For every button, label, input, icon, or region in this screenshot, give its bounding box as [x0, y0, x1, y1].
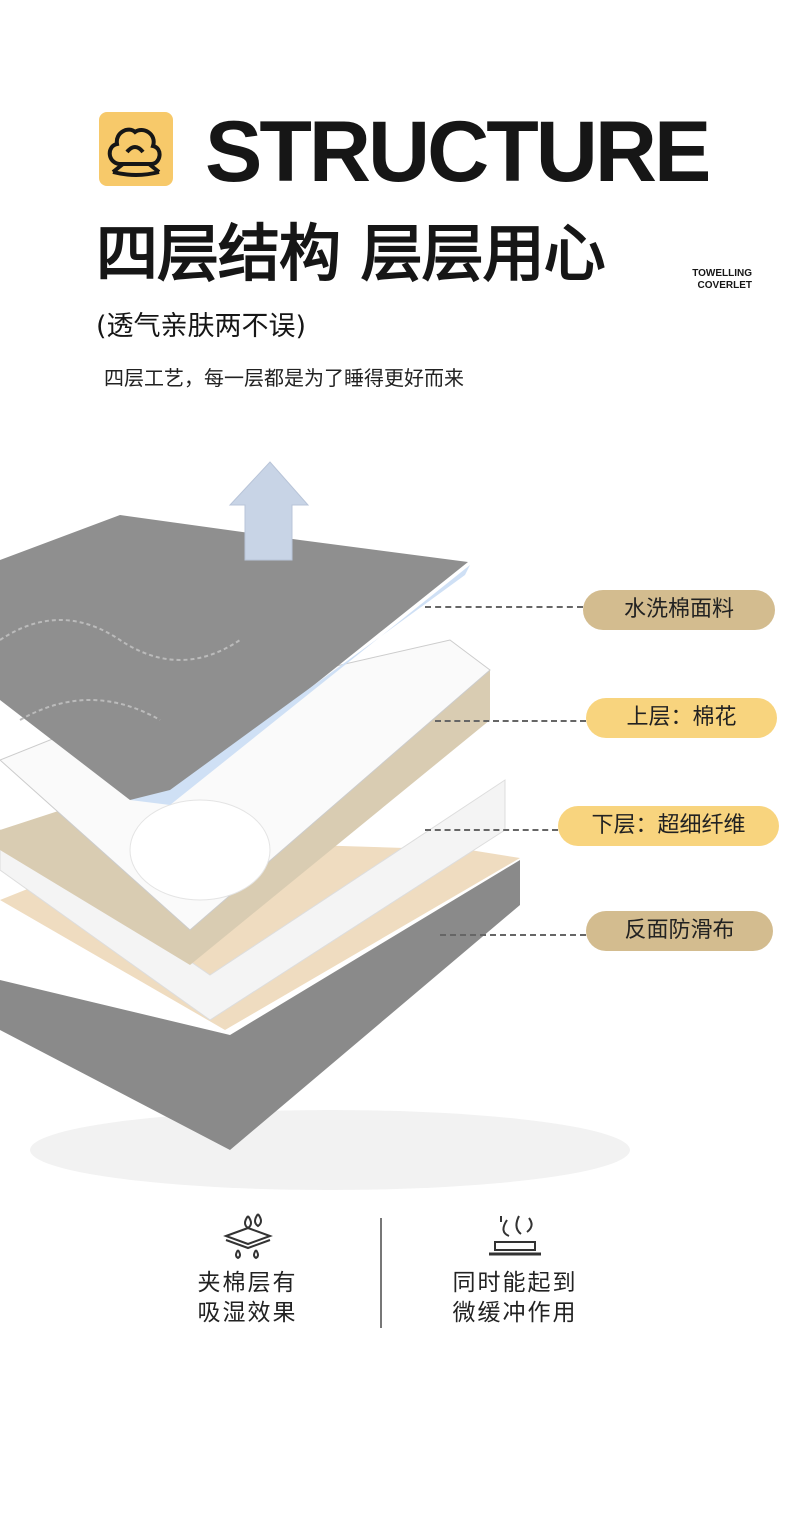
- leader-line: [435, 720, 586, 722]
- cotton-fluff: [129, 799, 271, 901]
- leader-line: [425, 829, 558, 831]
- anti-slip-layer-edge: [0, 860, 520, 1150]
- feature-absorb-line2: 吸湿效果: [197, 1300, 298, 1326]
- breathable-arrow-icon: [228, 461, 310, 561]
- feature-cushion: 同时能起到 微缓冲作用: [440, 1212, 590, 1328]
- label-washed-cotton: 水洗棉面料: [583, 590, 775, 630]
- tag-line-1: TOWELLING: [692, 268, 752, 279]
- subtitle: (透气亲肤两不误): [96, 311, 307, 342]
- title-chinese: 四层结构 层层用心: [96, 217, 606, 290]
- label-cotton: 上层：棉花: [586, 698, 777, 738]
- leader-line: [440, 934, 586, 936]
- feature-absorb: 夹棉层有 吸湿效果: [185, 1212, 310, 1328]
- cushion-heat-icon: [489, 1215, 541, 1256]
- leader-line: [425, 606, 583, 608]
- divider: [380, 1218, 382, 1328]
- feature-absorb-line1: 夹棉层有: [197, 1270, 298, 1296]
- label-anti-slip: 反面防滑布: [586, 911, 773, 951]
- description: 四层工艺，每一层都是为了睡得更好而来: [104, 366, 464, 390]
- washed-cotton-layer: [0, 515, 468, 800]
- feature-cushion-line2: 微缓冲作用: [452, 1300, 578, 1326]
- microfiber-layer: [0, 779, 506, 1021]
- title-english: STRUCTURE: [205, 104, 711, 200]
- water-absorb-icon: [222, 1213, 273, 1260]
- feature-cushion-line1: 同时能起到: [452, 1270, 578, 1296]
- label-microfiber: 下层：超细纤维: [558, 806, 779, 846]
- shadow: [30, 1110, 630, 1190]
- layer-illustration: [0, 461, 630, 1190]
- tag-line-2: COVERLET: [697, 280, 752, 291]
- cotton-logo-icon: [99, 112, 173, 186]
